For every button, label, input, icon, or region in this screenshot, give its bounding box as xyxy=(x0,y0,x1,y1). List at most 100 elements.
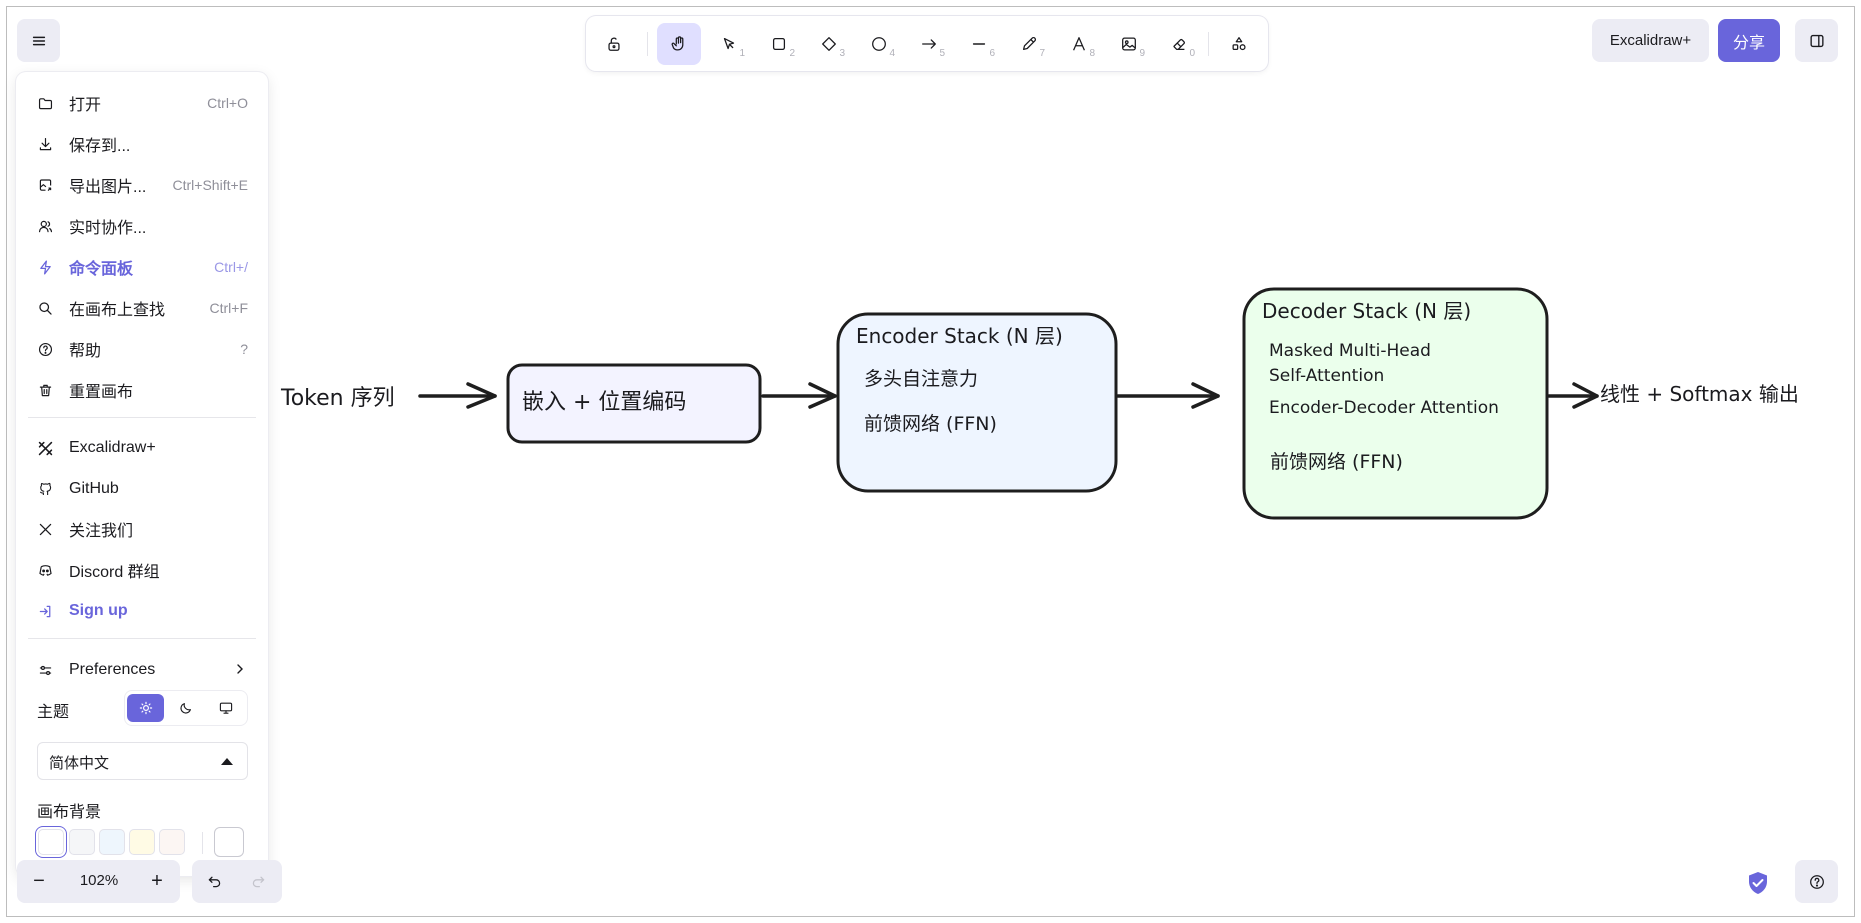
security-badge[interactable] xyxy=(1743,868,1773,898)
diamond-icon xyxy=(822,37,836,51)
circle-icon xyxy=(872,37,886,51)
sidebar-toggle-button[interactable] xyxy=(1795,19,1838,62)
menu-item-preferences[interactable]: Preferences xyxy=(16,652,268,688)
pencil-icon xyxy=(1022,37,1036,51)
menu-item-save-to[interactable]: 保存到... xyxy=(16,126,268,162)
encoder-title[interactable]: Encoder Stack (N 层) xyxy=(856,324,1063,348)
lock-tool[interactable] xyxy=(592,23,636,65)
theme-dark-button[interactable] xyxy=(167,694,204,722)
text-tool[interactable]: 8 xyxy=(1057,23,1101,65)
theme-light-button[interactable] xyxy=(127,694,164,722)
selection-tool[interactable]: 1 xyxy=(707,23,751,65)
decoder-item-cross-attention[interactable]: Encoder-Decoder Attention xyxy=(1269,398,1499,418)
monitor-icon xyxy=(219,702,232,714)
menu-item-reset-canvas[interactable]: 重置画布 xyxy=(16,372,268,408)
bg-swatch-light-gray[interactable] xyxy=(69,829,95,855)
main-menu-button[interactable] xyxy=(17,19,60,62)
sidebar-icon xyxy=(1809,34,1824,47)
line-tool[interactable]: 6 xyxy=(957,23,1001,65)
download-icon xyxy=(36,135,54,153)
menu-item-excalidraw-plus[interactable]: Excalidraw+ xyxy=(16,430,268,466)
bg-swatch-white[interactable] xyxy=(38,829,64,855)
export-image-icon xyxy=(36,176,54,194)
image-tool[interactable]: 9 xyxy=(1107,23,1151,65)
rectangle-tool[interactable]: 2 xyxy=(757,23,801,65)
arrow-decoder-to-output-head xyxy=(1572,382,1599,409)
bg-swatch-custom[interactable] xyxy=(214,827,244,857)
encoder-box[interactable] xyxy=(836,312,1118,493)
menu-item-find-on-canvas[interactable]: 在画布上查找 Ctrl+F xyxy=(16,290,268,326)
undo-button[interactable] xyxy=(192,860,236,903)
input-label[interactable]: Token 序列 xyxy=(281,386,395,411)
menu-item-open[interactable]: 打开 Ctrl+O xyxy=(16,85,268,121)
arrow-icon xyxy=(922,39,936,49)
folder-icon xyxy=(36,94,54,112)
theme-toggle xyxy=(124,690,248,726)
help-icon xyxy=(36,340,54,358)
excalidraw-plus-icon xyxy=(36,439,54,457)
zoom-level[interactable]: 102% xyxy=(79,872,119,889)
ellipse-tool[interactable]: 4 xyxy=(857,23,901,65)
excalidraw-plus-button[interactable]: Excalidraw+ xyxy=(1592,19,1709,62)
rectangle-icon xyxy=(772,37,786,51)
menu-item-discord[interactable]: Discord 群组 xyxy=(16,552,268,588)
menu-item-follow-us[interactable]: 关注我们 xyxy=(16,511,268,547)
encoder-item-ffn[interactable]: 前馈网络 (FFN) xyxy=(864,413,997,435)
eraser-tool[interactable]: 0 xyxy=(1157,23,1201,65)
decoder-title[interactable]: Decoder Stack (N 层) xyxy=(1262,299,1472,323)
preferences-icon xyxy=(36,661,54,679)
zoom-in-button[interactable]: + xyxy=(151,870,163,892)
shield-check-icon xyxy=(1749,872,1767,894)
question-icon xyxy=(1809,874,1824,889)
embed-box-label[interactable]: 嵌入 + 位置编码 xyxy=(522,390,687,415)
sun-icon xyxy=(139,701,152,715)
pencil-tool[interactable]: 7 xyxy=(1007,23,1051,65)
users-icon xyxy=(36,217,54,235)
diamond-tool[interactable]: 3 xyxy=(807,23,851,65)
language-select[interactable]: 简体中文 xyxy=(37,742,248,780)
line-icon xyxy=(972,43,986,45)
shapes-toolbar: 1 2 3 4 5 6 7 8 9 0 xyxy=(586,16,1268,71)
arrow-input-to-embed-head xyxy=(466,382,497,409)
menu-item-help[interactable]: 帮助 ? xyxy=(16,331,268,367)
redo-button[interactable] xyxy=(236,860,280,903)
menu-item-command-palette[interactable]: 命令面板 Ctrl+/ xyxy=(16,249,268,285)
bg-swatch-light-rose[interactable] xyxy=(159,829,185,855)
help-button[interactable] xyxy=(1795,860,1838,903)
hand-tool[interactable] xyxy=(657,23,701,65)
cursor-icon xyxy=(723,37,735,50)
menu-item-sign-up[interactable]: Sign up xyxy=(16,593,268,629)
output-label[interactable]: 线性 + Softmax 输出 xyxy=(1600,382,1799,406)
bg-swatch-light-yellow[interactable] xyxy=(129,829,155,855)
arrow-tool[interactable]: 5 xyxy=(907,23,951,65)
encoder-item-attention[interactable]: 多头自注意力 xyxy=(864,368,979,390)
unlock-icon xyxy=(608,37,620,51)
canvas-background-label: 画布背景 xyxy=(37,804,102,821)
bg-swatch-light-blue[interactable] xyxy=(99,829,125,855)
zoom-controls: − 102% + xyxy=(17,860,180,903)
x-icon xyxy=(36,520,54,538)
menu-item-live-collab[interactable]: 实时协作... xyxy=(16,208,268,244)
sign-up-icon xyxy=(36,602,54,620)
menu-item-github[interactable]: GitHub xyxy=(16,471,268,507)
share-button[interactable]: 分享 xyxy=(1718,19,1780,62)
theme-label: 主题 xyxy=(37,704,70,721)
eraser-icon xyxy=(1173,38,1185,51)
hand-icon xyxy=(671,36,684,51)
text-icon xyxy=(1073,37,1085,51)
github-icon xyxy=(36,480,54,498)
image-icon xyxy=(1122,37,1136,51)
arrow-encoder-to-decoder-head xyxy=(1191,382,1220,409)
decoder-box[interactable] xyxy=(1242,287,1549,520)
trash-icon xyxy=(36,381,54,399)
more-shapes-tool[interactable] xyxy=(1217,23,1261,65)
decoder-item-masked-2[interactable]: Self-Attention xyxy=(1269,366,1385,386)
history-controls xyxy=(192,860,282,903)
decoder-item-ffn[interactable]: 前馈网络 (FFN) xyxy=(1270,451,1403,473)
embed-box[interactable] xyxy=(506,363,762,444)
menu-item-export-image[interactable]: 导出图片... Ctrl+Shift+E xyxy=(16,167,268,203)
zoom-out-button[interactable]: − xyxy=(33,870,45,892)
theme-system-button[interactable] xyxy=(207,694,244,722)
decoder-item-masked-1[interactable]: Masked Multi-Head xyxy=(1269,341,1431,361)
